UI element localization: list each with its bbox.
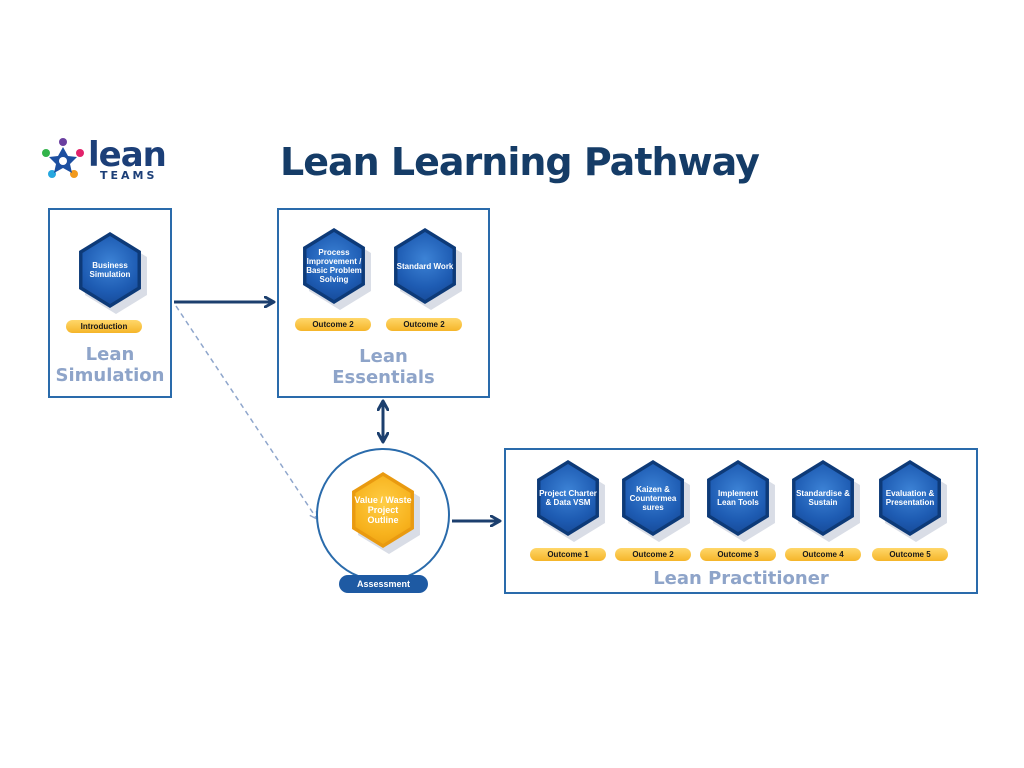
hex-label: Implement Lean Tools	[717, 489, 759, 507]
outcome-pill: Outcome 2	[615, 548, 691, 561]
process-improvement-hex-badge: Process Improvement / Basic Problem Solv…	[298, 228, 371, 310]
hex-label: Standardise & Sustain	[796, 489, 850, 507]
hex-label: Value / Waste Project Outline	[354, 495, 412, 525]
logo-subtitle: TEAMS	[100, 169, 158, 182]
hex-label: Kaizen & Countermea sures	[629, 484, 677, 512]
assessment-circle: Value / Waste Project Outline	[316, 448, 450, 582]
assessment-pill: Assessment	[339, 575, 428, 593]
business-simulation-hex-badge: Business Simulation	[74, 232, 147, 314]
kaizen-countermeasures-hex-badge: Kaizen & Countermea sures	[617, 460, 690, 542]
lean-simulation-label-line2: Simulation	[55, 365, 165, 386]
lean-essentials-box: Process Improvement / Basic Problem Solv…	[277, 208, 490, 398]
standardise-sustain-hex-badge: Standardise & Sustain	[787, 460, 860, 542]
star-people-logo-icon	[42, 138, 84, 178]
dashed-arrow-simulation-to-assessment	[175, 305, 318, 521]
lean-practitioner-box: Project Charter & Data VSM Kaizen & Coun…	[504, 448, 978, 594]
outcome-pill: Outcome 3	[700, 548, 776, 561]
introduction-pill: Introduction	[66, 320, 142, 333]
value-waste-project-outline-hex-badge: Value / Waste Project Outline	[347, 472, 420, 554]
lean-essentials-label-line1: Lean	[359, 346, 408, 367]
outcome-pill: Outcome 5	[872, 548, 948, 561]
outcome-pill: Outcome 2	[295, 318, 371, 331]
implement-lean-tools-hex-badge: Implement Lean Tools	[702, 460, 775, 542]
page-title: Lean Learning Pathway	[280, 140, 760, 184]
logo-wordmark: lean	[88, 135, 167, 175]
project-charter-hex-badge: Project Charter & Data VSM	[532, 460, 605, 542]
hex-label: Evaluation & Presentation	[885, 489, 935, 507]
outcome-pill: Outcome 1	[530, 548, 606, 561]
lean-teams-logo: lean TEAMS	[40, 135, 170, 187]
standard-work-hex-badge: Standard Work	[389, 228, 462, 310]
hex-label: Business Simulation	[89, 261, 131, 279]
outcome-pill: Outcome 4	[785, 548, 861, 561]
hex-label: Standard Work	[396, 261, 454, 271]
lean-simulation-box: Business Simulation Introduction Lean Si…	[48, 208, 172, 398]
outcome-pill: Outcome 2	[386, 318, 462, 331]
hex-label: Project Charter & Data VSM	[539, 489, 597, 507]
lean-simulation-label-line1: Lean	[85, 344, 135, 365]
evaluation-presentation-hex-badge: Evaluation & Presentation	[874, 460, 947, 542]
lean-practitioner-label: Lean Practitioner	[653, 568, 829, 589]
hex-label: Process Improvement / Basic Problem Solv…	[306, 248, 362, 284]
lean-essentials-label-line2: Essentials	[332, 367, 435, 388]
